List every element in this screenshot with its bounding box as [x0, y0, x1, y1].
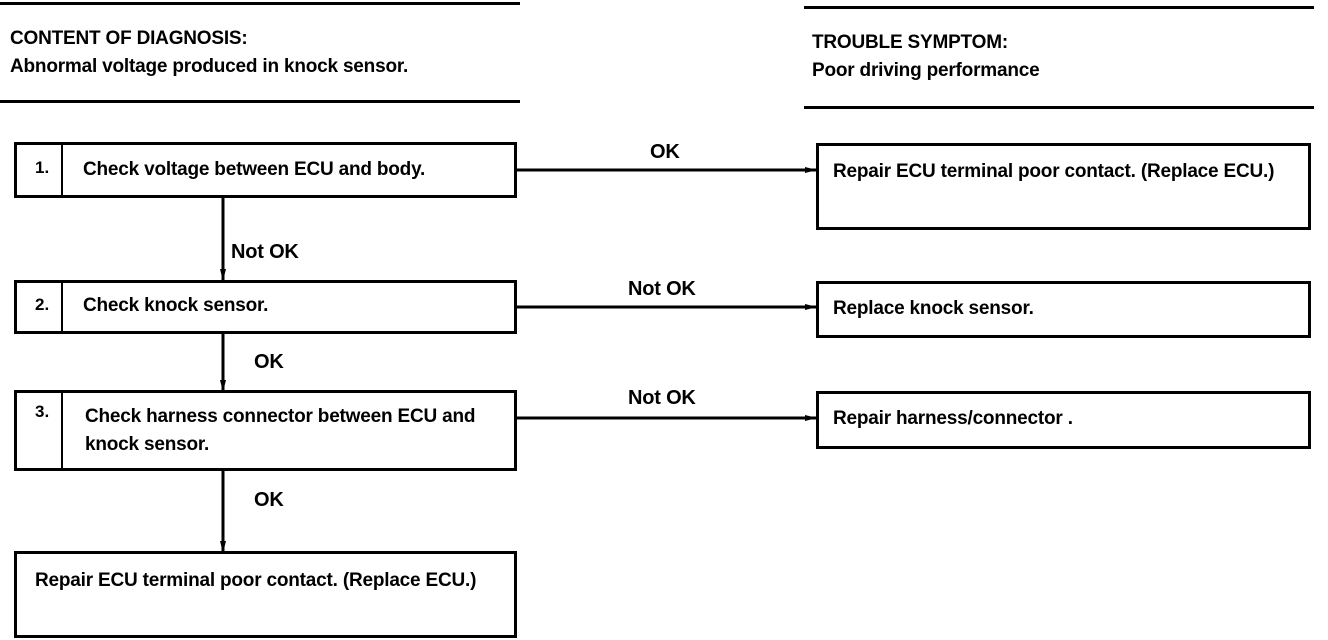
final-outcome-text: Repair ECU terminal poor contact. (Repla… — [35, 570, 477, 591]
diagnosis-title: CONTENT OF DIAGNOSIS: — [10, 28, 248, 49]
label-step2-down: OK — [254, 351, 284, 373]
symptom-description: Poor driving performance — [812, 60, 1040, 81]
step-2-number: 2. — [17, 283, 63, 331]
step-3-box: 3. Check harness connector between ECU a… — [14, 390, 517, 471]
outcome-step2-not-ok-text: Replace knock sensor. — [833, 298, 1034, 319]
final-outcome-box: Repair ECU terminal poor contact. (Repla… — [14, 551, 517, 638]
step-2-text: Check knock sensor. — [83, 295, 269, 316]
header-left-bottom-rule — [0, 100, 520, 103]
outcome-step3-not-ok-text: Repair harness/connector . — [833, 408, 1073, 429]
step-3-number: 3. — [17, 393, 63, 468]
step-1-box: 1. Check voltage between ECU and body. — [14, 142, 517, 198]
outcome-step1-ok-text: Repair ECU terminal poor contact. (Repla… — [833, 161, 1275, 182]
label-step1-down: Not OK — [231, 241, 299, 263]
outcome-step2-not-ok-box: Replace knock sensor. — [816, 281, 1311, 338]
step-1-text: Check voltage between ECU and body. — [83, 159, 426, 180]
label-step3-down: OK — [254, 489, 284, 511]
step-3-text: Check harness connector between ECU and … — [85, 406, 476, 455]
diagnosis-description: Abnormal voltage produced in knock senso… — [10, 56, 409, 77]
label-step1-right: OK — [650, 141, 680, 163]
label-step3-right: Not OK — [628, 387, 696, 409]
header-left-top-rule — [0, 2, 520, 5]
step-1-number: 1. — [17, 145, 63, 195]
outcome-step3-not-ok-box: Repair harness/connector . — [816, 391, 1311, 449]
header-right-bottom-rule — [804, 106, 1314, 109]
step-2-box: 2. Check knock sensor. — [14, 280, 517, 334]
header-right-top-rule — [804, 6, 1314, 9]
label-step2-right: Not OK — [628, 278, 696, 300]
outcome-step1-ok-box: Repair ECU terminal poor contact. (Repla… — [816, 143, 1311, 230]
symptom-title: TROUBLE SYMPTOM: — [812, 32, 1008, 53]
